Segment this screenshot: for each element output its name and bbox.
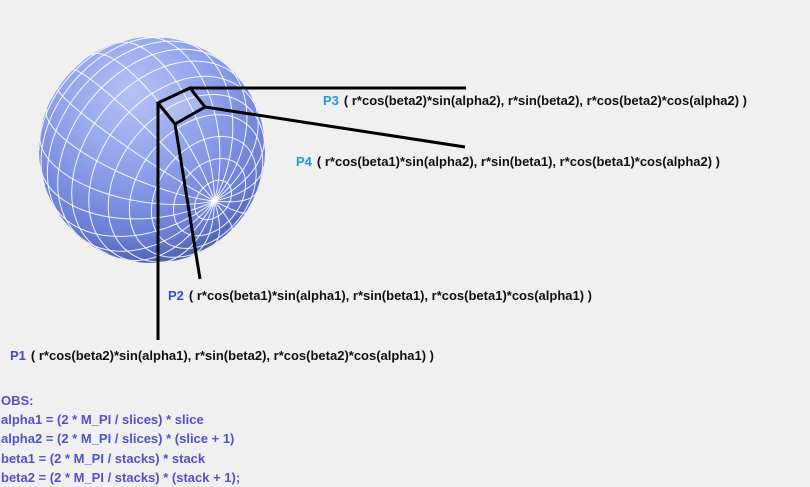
obs-title: OBS: <box>1 393 34 408</box>
mesh-line <box>40 37 166 186</box>
mesh-line <box>71 69 215 202</box>
leader-line-p4 <box>204 105 466 149</box>
mesh-line <box>113 41 215 201</box>
mesh-line <box>119 200 215 261</box>
mesh-line <box>57 48 224 238</box>
leader-line-p2 <box>173 123 202 280</box>
mesh-line <box>214 132 265 202</box>
mesh-line <box>213 62 248 202</box>
mesh-line <box>39 38 131 151</box>
mesh-line <box>88 75 260 263</box>
sphere-mesh <box>39 37 265 263</box>
mesh-line <box>57 87 215 202</box>
p3-label: P3 ( r*cos(beta2)*sin(alpha2), r*sin(beta… <box>323 93 747 108</box>
mesh-line <box>214 200 247 214</box>
p4-label: P4 ( r*cos(beta1)*sin(alpha2), r*sin(beta… <box>296 154 720 169</box>
mesh-line <box>51 200 215 237</box>
obs-line-beta2: beta2 = (2 * M_PI / stacks) * (stack + 1… <box>1 469 241 485</box>
p3-formula: ( r*cos(beta2)*sin(alpha2), r*sin(beta2)… <box>343 93 748 108</box>
obs-block: OBS: alpha1 = (2 * M_PI / slices) * slic… <box>1 391 240 487</box>
mesh-line <box>157 200 215 263</box>
mesh-line <box>80 200 215 252</box>
mesh-line <box>50 60 83 100</box>
mesh-line <box>213 200 233 231</box>
mesh-line <box>184 41 234 202</box>
mesh-line <box>39 133 215 205</box>
p1-name: P1 <box>10 348 26 363</box>
mesh-line <box>45 108 215 202</box>
p1-formula: ( r*cos(beta2)*sin(alpha1), r*sin(beta2)… <box>30 348 435 363</box>
mesh-line <box>90 52 215 202</box>
obs-line-alpha2: alpha2 = (2 * M_PI / slices) * (slice + … <box>1 431 235 447</box>
p3-name: P3 <box>323 93 339 108</box>
p2-label: P2 ( r*cos(beta1)*sin(alpha1), r*sin(beta… <box>168 288 592 303</box>
p2-name: P2 <box>168 288 184 303</box>
p4-formula: ( r*cos(beta1)*sin(alpha2), r*sin(beta1)… <box>316 154 721 169</box>
mesh-line <box>214 190 258 203</box>
p4-name: P4 <box>296 154 312 169</box>
p2-formula: ( r*cos(beta1)*sin(alpha1), r*sin(beta1)… <box>188 288 593 303</box>
mesh-line <box>213 96 259 202</box>
mesh-line <box>212 200 220 246</box>
obs-line-beta1: beta1 = (2 * M_PI / stacks) * stack <box>1 450 206 466</box>
mesh-line <box>46 40 197 214</box>
mesh-line <box>71 60 246 255</box>
obs-line-alpha1: alpha1 = (2 * M_PI / slices) * slice <box>1 412 204 428</box>
mesh-line <box>214 166 265 202</box>
p1-label: P1 ( r*cos(beta2)*sin(alpha1), r*sin(beta… <box>10 348 434 363</box>
mesh-line <box>39 164 215 220</box>
